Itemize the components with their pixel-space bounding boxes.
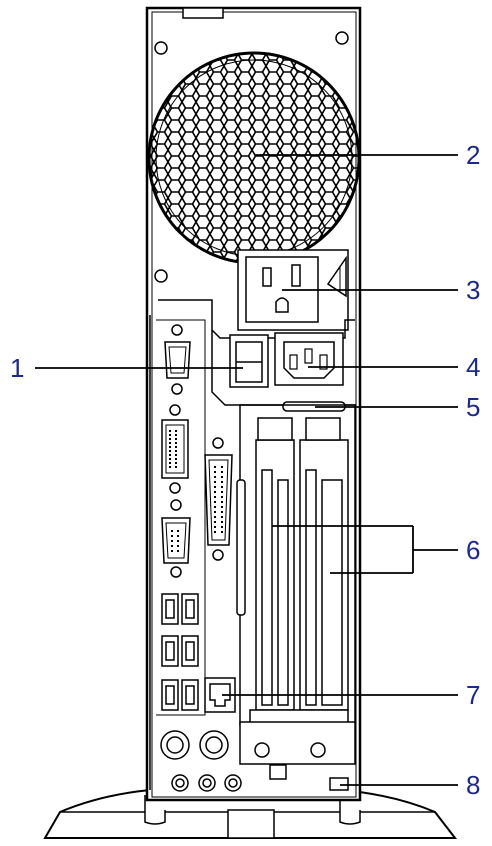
dvi-port [161,404,189,494]
io-panel-frame [149,315,206,790]
callout-5: 5 [466,392,481,422]
parallel-port [204,437,233,561]
audio-jacks [171,774,242,792]
lan-port [204,677,236,713]
lower-bay [239,721,356,780]
security-slot [329,777,349,791]
callout-1: 1 [10,353,25,383]
callout-2: 2 [466,140,481,170]
serial-port [164,324,191,395]
callout-leaders [35,154,458,786]
callout-8: 8 [466,770,481,800]
power-inlet [274,332,344,386]
callout-6: 6 [466,535,481,565]
vga-port [161,499,191,578]
power-switch [229,334,269,388]
callout-3: 3 [466,275,481,305]
callout-7: 7 [466,680,481,710]
usb-ports [161,593,199,711]
stand-base [43,789,458,839]
chassis-screws [154,31,349,283]
expansion-slots [236,404,356,727]
fan-grill [147,51,361,265]
ps2-ports [160,730,229,760]
callout-4: 4 [466,352,481,382]
